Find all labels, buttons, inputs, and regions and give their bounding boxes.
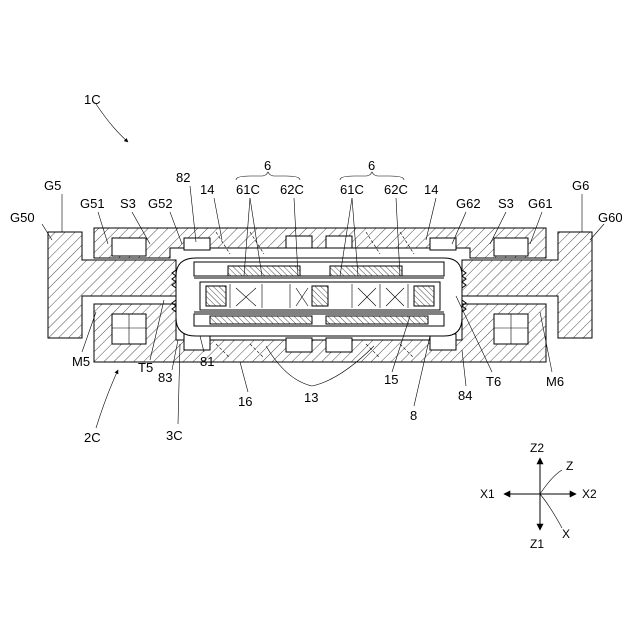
label-G61: G61 [528,196,553,211]
label-6-left: 6 [264,158,271,173]
label-15: 15 [384,372,398,387]
label-G52: G52 [148,196,173,211]
label-83: 83 [158,370,172,385]
central-module [172,258,466,336]
axis-label-Z: Z [566,459,573,473]
label-8: 8 [410,408,417,423]
label-G51: G51 [80,196,105,211]
label-M5: M5 [72,354,90,369]
axis-label-Z1: Z1 [530,537,544,551]
label-G50: G50 [10,210,35,225]
label-G60: G60 [598,210,623,225]
axis-label-X1: X1 [480,487,495,501]
label-T5: T5 [138,360,153,375]
label-S3-left: S3 [120,196,136,211]
label-84: 84 [458,388,472,403]
label-3C: 3C [166,428,183,443]
axis-label-X2: X2 [582,487,597,501]
label-M6: M6 [546,374,564,389]
label-G62: G62 [456,196,481,211]
label-62C-left: 62C [280,182,304,197]
label-61C-left: 61C [236,182,260,197]
label-81: 81 [200,354,214,369]
label-T6: T6 [486,374,501,389]
label-1C: 1C [84,92,101,107]
label-14-left: 14 [200,182,214,197]
label-82: 82 [176,170,190,185]
label-6-right: 6 [368,158,375,173]
coordinate-axes: Z2 Z X1 X2 Z1 X [480,441,597,551]
label-13: 13 [304,390,318,405]
axis-label-Z2: Z2 [530,441,544,455]
label-G5: G5 [44,178,61,193]
label-G6: G6 [572,178,589,193]
label-16: 16 [238,394,252,409]
label-61C-right: 61C [340,182,364,197]
label-2C: 2C [84,430,101,445]
label-62C-right: 62C [384,182,408,197]
label-S3-right: S3 [498,196,514,211]
axis-label-X: X [562,527,570,541]
label-14-right: 14 [424,182,438,197]
